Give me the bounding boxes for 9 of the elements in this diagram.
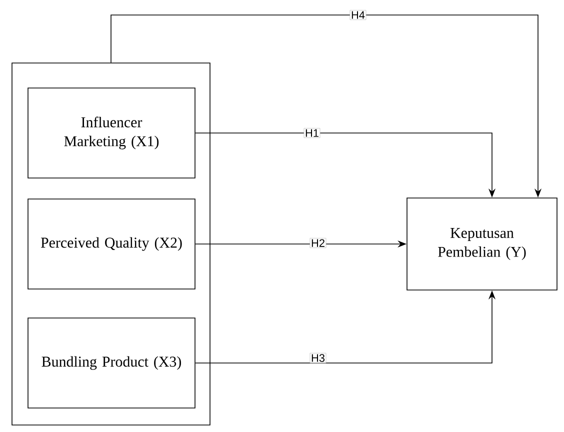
factor-box: Influencer Marketing (X1) — [28, 88, 196, 178]
factor-box: Perceived Quality (X2) — [28, 198, 196, 290]
edge-label: H3 — [310, 352, 326, 364]
factor-box: Bundling Product (X3) — [28, 318, 196, 408]
edge-label: H4 — [350, 10, 366, 20]
edge-label: H1 — [304, 128, 320, 138]
edge-label: H2 — [310, 238, 326, 248]
factor-box: Keputusan Pembelian (Y) — [406, 198, 558, 290]
group-box — [12, 62, 210, 426]
